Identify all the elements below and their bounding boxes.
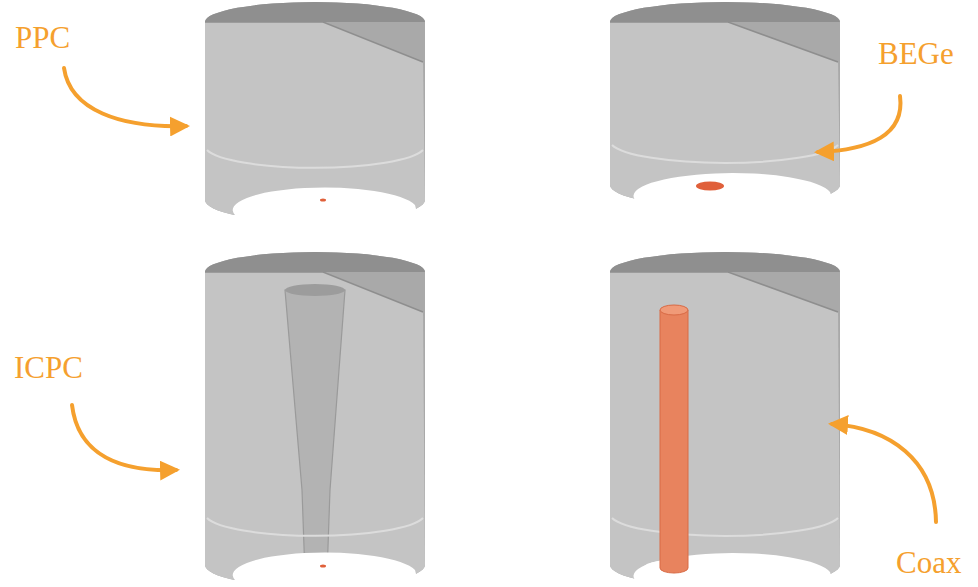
detector-label: BEGe <box>878 38 954 69</box>
detector-label: ICPC <box>14 352 83 383</box>
leader-arrow <box>818 96 900 152</box>
coax-detector <box>610 252 840 587</box>
detector-label: PPC <box>15 22 70 53</box>
leader-arrow <box>72 405 176 470</box>
icpc-detector <box>205 252 425 587</box>
bege-detector <box>610 2 840 207</box>
leader-arrow <box>832 424 936 522</box>
leader-arrow <box>64 68 186 126</box>
detector-label: Coax <box>896 547 961 578</box>
ppc-detector <box>205 2 425 225</box>
